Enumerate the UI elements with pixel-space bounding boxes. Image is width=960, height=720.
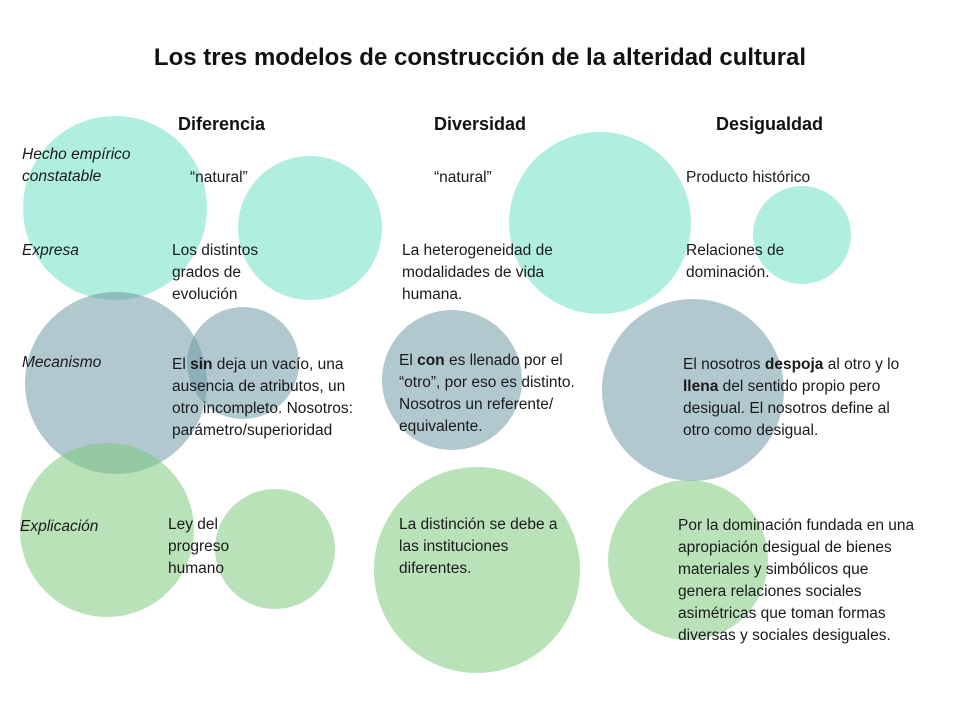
circle-slate-4: [602, 299, 784, 481]
cell-mecanismo-diferencia: El sin deja un vacío, una ausencia de at…: [172, 356, 353, 439]
row-label-expresa: Expresa: [22, 242, 79, 259]
page-title: Los tres modelos de construcción de la a…: [153, 44, 807, 71]
circle-green-1: [20, 443, 194, 617]
cell-explicacion-diferencia: Ley del progreso humano: [168, 516, 230, 577]
circle-teal-4: [753, 186, 851, 284]
header-diversidad: Diversidad: [434, 114, 527, 134]
cell-explicacion-desigualdad: Por la dominación fundada en una apropia…: [678, 517, 915, 644]
cell-hecho-diferencia: “natural”: [190, 169, 248, 186]
row-label-explicacion: Explicación: [20, 518, 99, 535]
circle-slate-3: [382, 310, 522, 450]
bold-llena: llena: [683, 378, 719, 395]
row-label-mecanismo: Mecanismo: [22, 354, 102, 371]
circle-slate-2: [187, 307, 299, 419]
cell-hecho-desigualdad: Producto histórico: [686, 169, 811, 186]
circle-green-2: [215, 489, 335, 609]
cell-mecanismo-diversidad: El con es llenado por el “otro”, por eso…: [399, 352, 575, 435]
bold-sin: sin: [190, 356, 213, 373]
bold-despoja: despoja: [764, 356, 824, 373]
cell-explicacion-diversidad: La distinción se debe a las institucione…: [399, 516, 558, 577]
header-diferencia: Diferencia: [178, 114, 266, 134]
cell-hecho-diversidad: “natural”: [434, 169, 492, 186]
circle-teal-3: [509, 132, 691, 314]
circle-teal-1: [23, 116, 207, 300]
bold-con: con: [417, 352, 445, 369]
circle-slate-1: [25, 292, 207, 474]
header-desigualdad: Desigualdad: [716, 114, 824, 134]
circle-green-3: [374, 467, 580, 673]
circle-green-4: [608, 480, 768, 640]
cell-expresa-diversidad: La heterogeneidad de modalidades de vida…: [402, 242, 553, 303]
cell-expresa-desigualdad: Relaciones de dominación.: [686, 242, 785, 281]
cell-mecanismo-desigualdad: El nosotros despoja al otro y lo llena d…: [683, 356, 900, 439]
cell-expresa-diferencia: Los distintos grados de evolución: [172, 242, 259, 303]
row-label-hecho: Hecho empírico constatable: [22, 146, 131, 185]
circle-teal-2: [238, 156, 382, 300]
